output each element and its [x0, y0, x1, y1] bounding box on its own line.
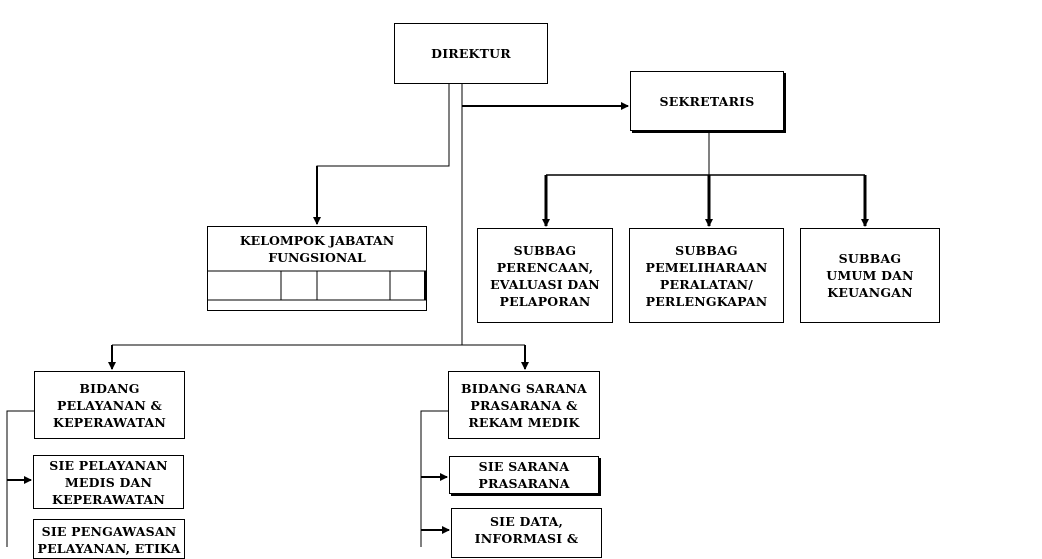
subbag-umum-box: SUBBAG UMUM DAN KEUANGAN	[800, 228, 940, 323]
subbag-umum-label: SUBBAG UMUM DAN KEUANGAN	[826, 251, 914, 300]
bidang-pelayanan-box: BIDANG PELAYANAN & KEPERAWATAN	[34, 371, 185, 439]
sie-pengawasan-label: SIE PENGAWASAN PELAYANAN, ETIKA	[37, 524, 181, 556]
subbag-perencanaan-label: SUBBAG PERENCAAN, EVALUASI DAN PELAPORAN	[490, 242, 600, 309]
fungsional-table-grid	[207, 270, 427, 301]
bidang-sarana-box: BIDANG SARANA PRASARANA & REKAM MEDIK	[448, 371, 600, 439]
bidang-pelayanan-label: BIDANG PELAYANAN & KEPERAWATAN	[53, 380, 166, 430]
sie-pengawasan-box: SIE PENGAWASAN PELAYANAN, ETIKA	[33, 519, 185, 559]
sekretaris-box: SEKRETARIS	[630, 71, 784, 131]
subbag-pemeliharaan-label: SUBBAG PEMELIHARAAN PERALATAN/ PERLENGKA…	[645, 242, 768, 309]
connector-bidang-sarana-left	[420, 410, 448, 547]
kelompok-jabatan-fungsional-label: KELOMPOK JABATAN FUNGSIONAL	[239, 233, 395, 265]
sie-pelayanan-medis-label: SIE PELAYANAN MEDIS DAN KEPERAWATAN	[49, 457, 168, 507]
kelompok-jabatan-fungsional-box: KELOMPOK JABATAN FUNGSIONAL	[207, 226, 427, 311]
subbag-perencanaan-box: SUBBAG PERENCAAN, EVALUASI DAN PELAPORAN	[477, 228, 613, 323]
connector-bidang-pelayanan-left	[6, 410, 34, 547]
sie-sarana-prasarana-label: SIE SARANA PRASARANA	[478, 459, 570, 491]
sie-pelayanan-medis-box: SIE PELAYANAN MEDIS DAN KEPERAWATAN	[33, 455, 184, 509]
connector-direktur-fungsional	[316, 84, 450, 224]
direktur-label: DIREKTUR	[431, 46, 511, 61]
sekretaris-label: SEKRETARIS	[659, 93, 755, 109]
sie-data-informasi-label: SIE DATA, INFORMASI &	[474, 514, 579, 546]
bidang-sarana-label: BIDANG SARANA PRASARANA & REKAM MEDIK	[461, 380, 587, 430]
sie-sarana-prasarana-box: SIE SARANA PRASARANA	[449, 456, 599, 494]
sie-data-informasi-box: SIE DATA, INFORMASI &	[451, 508, 602, 558]
subbag-pemeliharaan-box: SUBBAG PEMELIHARAAN PERALATAN/ PERLENGKA…	[629, 228, 784, 323]
org-chart-connectors	[6, 84, 869, 547]
direktur-box: DIREKTUR	[394, 23, 548, 84]
